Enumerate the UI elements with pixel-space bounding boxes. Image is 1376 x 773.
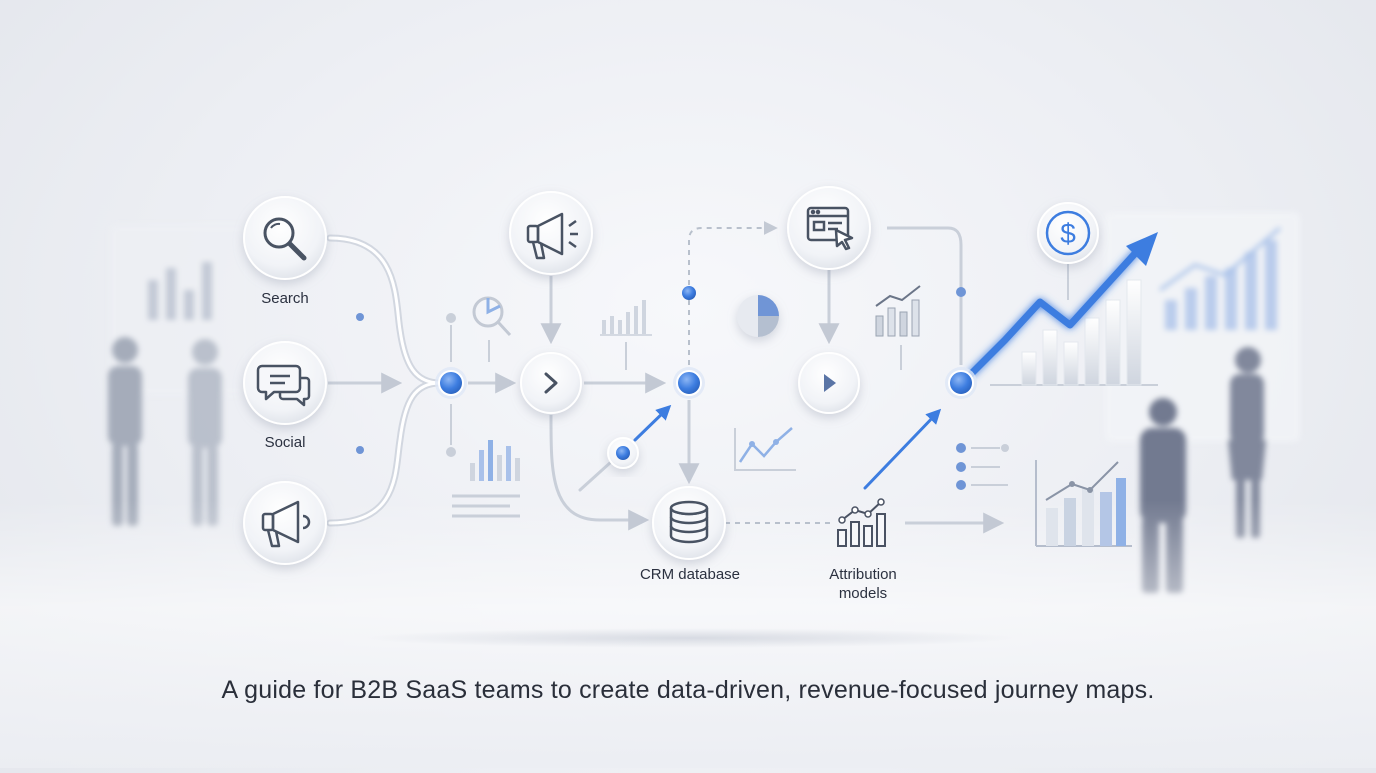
stub-dots [446, 313, 456, 457]
hub-dot-2 [676, 370, 702, 396]
gray-arrows [328, 226, 1005, 534]
left-board-bar [148, 280, 158, 320]
crm-to-web-dashed [688, 221, 778, 365]
step-node-2[interactable] [798, 352, 860, 414]
connector-highlights [328, 236, 442, 525]
shelf-shadow [360, 628, 1020, 648]
megaphone-icon [526, 212, 578, 260]
step-node-1[interactable] [520, 352, 582, 414]
attribution-label-line2: models [838, 585, 888, 602]
right-board-bar [1225, 268, 1237, 330]
left-person-a [108, 337, 142, 526]
caption: A guide for B2B SaaS teams to create dat… [221, 676, 1155, 704]
crm-label: CRM database [639, 566, 741, 583]
gray-diagonal-stub [578, 460, 613, 492]
play-icon [824, 374, 836, 392]
search-node[interactable] [243, 196, 327, 280]
left-person-b [188, 339, 222, 526]
web-node[interactable] [787, 186, 871, 270]
database-icon [669, 500, 709, 544]
hub-dot-3 [948, 370, 974, 396]
attribution-label-line1: Attribution [829, 566, 897, 583]
right-board-trend [1159, 226, 1281, 292]
right-board-bar [1185, 288, 1197, 330]
hub-dot-1 [438, 370, 464, 396]
social-node[interactable] [243, 341, 327, 425]
pie-chart-icon [737, 295, 779, 337]
bar-trend-chart-icon [837, 498, 886, 547]
web-to-hub-line [887, 226, 963, 365]
left-board-bar [184, 290, 194, 320]
left-board-bar [202, 262, 212, 320]
growth-arrowhead [1126, 232, 1158, 266]
mini-line-chart [734, 427, 796, 471]
magnifier-chart-icon [472, 296, 512, 337]
blue-diagonal-right [863, 408, 942, 490]
mini-bar-chart-2 [470, 440, 520, 481]
blue-diagonal-left [633, 404, 672, 442]
step-to-crm-arrow [549, 414, 650, 531]
hub-dot-small [616, 446, 630, 460]
dashed-lines [688, 221, 830, 524]
megaphone-icon [261, 500, 311, 548]
revenue-growth-chart [967, 232, 1158, 386]
revenue-node[interactable]: $ [1037, 202, 1099, 264]
social-label: Social [264, 434, 306, 451]
campaign-node[interactable] [509, 191, 593, 275]
paid-node[interactable] [243, 481, 327, 565]
blue-small-dots [356, 286, 966, 454]
list-glyph [956, 443, 1009, 490]
dollar-icon: $ [1060, 218, 1076, 249]
right-board-bar [1265, 240, 1277, 330]
chat-bubbles-icon [256, 364, 311, 407]
left-board-bar [166, 268, 176, 320]
search-label: Search [261, 290, 309, 307]
growth-arrow [967, 245, 1143, 378]
magnifier-icon [263, 217, 307, 261]
crm-node[interactable] [652, 486, 726, 560]
browser-cursor-icon [806, 206, 854, 251]
right-board-bar [1245, 252, 1257, 330]
blue-flow [578, 370, 942, 492]
right-bar-trend-chart [1035, 460, 1132, 547]
stubs [450, 325, 902, 445]
right-board-bar [1205, 276, 1217, 330]
hub-dots [435, 367, 977, 469]
right-board-bar [1165, 300, 1177, 330]
chevron-right-icon [544, 372, 558, 394]
mini-bar-trend-chart [875, 285, 921, 337]
list-lines-left [452, 494, 520, 518]
mini-bar-chart-1 [600, 300, 652, 336]
search-connector [326, 234, 444, 387]
